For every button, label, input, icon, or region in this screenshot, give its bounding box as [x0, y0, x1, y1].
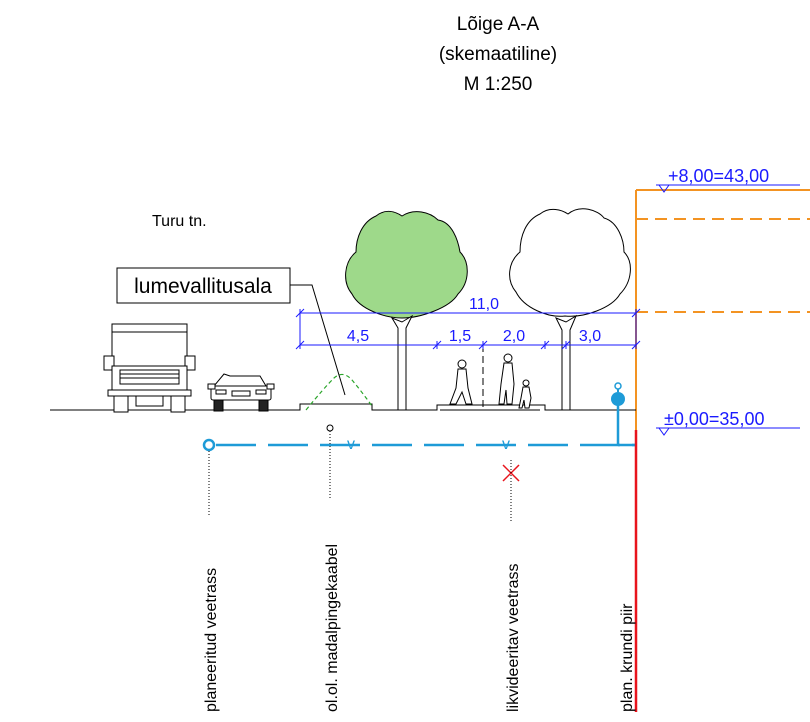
level-ground-label: ±0,00=35,00 [664, 409, 764, 429]
label-removed-water: likvideeritav veetrass [505, 564, 522, 713]
street-name: Turu tn. [152, 213, 207, 230]
snow-area-leader [290, 284, 346, 396]
building-outline [635, 189, 810, 432]
pipe-marker-1: v [347, 436, 355, 453]
tree-green-icon [345, 210, 468, 411]
snow-area-label: lumevallitusala [134, 275, 272, 298]
dimension-seg2: 1,5 [449, 328, 471, 345]
pipe-marker-2: v [502, 436, 510, 453]
vertical-labels: planeeritud veetrass ol.ol. madalpingeka… [203, 544, 636, 712]
water-pipe-start [202, 438, 216, 452]
title-block: Lõige A-A (skemaatiline) M 1:250 [439, 14, 557, 95]
snow-area-label-box [116, 267, 291, 304]
cable-marker [326, 424, 334, 432]
level-top-label: +8,00=43,00 [668, 166, 769, 186]
snow-mound [305, 373, 373, 411]
title-line-2: (skemaatiline) [439, 44, 557, 65]
level-marker-ground: ±0,00=35,00 [656, 409, 800, 436]
pedestrians-icon [449, 353, 532, 409]
dimension-labels: 11,0 4,5 1,5 2,0 3,0 [347, 296, 601, 345]
title-line-3: M 1:250 [464, 74, 533, 95]
label-cable: ol.ol. madalpingekaabel [324, 544, 341, 712]
level-marker-top: +8,00=43,00 [656, 166, 800, 193]
title-line-1: Lõige A-A [457, 14, 540, 35]
label-leaders [208, 431, 512, 521]
tree-outline-icon [509, 208, 631, 411]
dimension-seg4: 3,0 [579, 328, 601, 345]
water-connection [611, 382, 636, 447]
dimension-lines [295, 308, 641, 350]
water-meter-icon [611, 392, 625, 406]
label-planned-water: planeeritud veetrass [203, 568, 220, 712]
dimension-total: 11,0 [469, 296, 499, 313]
label-boundary: plan. krundi piir [619, 603, 636, 712]
water-pipe: v v [202, 436, 636, 453]
car-icon [207, 373, 275, 412]
dimension-seg1: 4,5 [347, 328, 369, 345]
dimension-seg3: 2,0 [503, 328, 525, 345]
truck-icon [103, 323, 196, 413]
